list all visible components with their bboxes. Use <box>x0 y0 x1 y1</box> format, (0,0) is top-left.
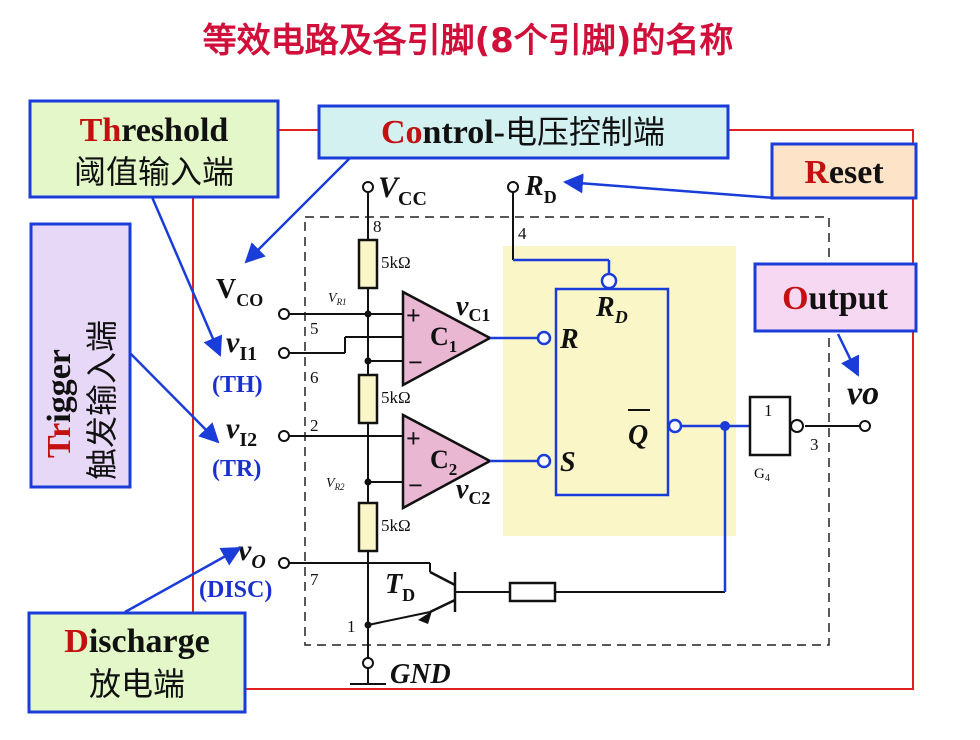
gate-bubble <box>790 419 804 433</box>
trigger-title: Trigger <box>41 349 78 458</box>
reset-title: Reset <box>804 154 884 191</box>
tr-label: (TR) <box>212 456 261 482</box>
resistor-top <box>357 238 379 290</box>
trigger-cn: 触发输入端 <box>83 320 121 480</box>
rd-top-label: RD <box>524 171 557 207</box>
vr2-label: VR2 <box>326 476 345 492</box>
resistor-middle <box>357 373 379 425</box>
th-label: (TH) <box>212 372 263 398</box>
blue-wires <box>490 258 750 592</box>
pin-2: 2 <box>310 416 319 435</box>
trigger-box <box>29 222 132 489</box>
control-box <box>317 104 730 160</box>
discharge-title: Discharge <box>64 623 209 660</box>
vco-label: VCO <box>216 274 263 310</box>
vr1-label: VR1 <box>328 291 347 307</box>
output-box <box>753 262 918 333</box>
control-title: Control-电压控制端 <box>381 113 665 151</box>
pin-6: 6 <box>310 368 319 387</box>
output-junction <box>720 421 730 431</box>
resistor-bottom <box>357 501 379 553</box>
ff-rd-label: RD <box>595 292 628 327</box>
pin-8: 8 <box>373 217 382 236</box>
transistor-td <box>429 570 457 614</box>
chip-boundary <box>304 216 830 646</box>
c1-minus: − <box>408 348 423 377</box>
resistor-middle-value: 5kΩ <box>381 388 411 407</box>
c2-name: C2 <box>430 445 457 479</box>
comparator-c2 <box>401 412 493 511</box>
reset-box <box>770 142 918 200</box>
threshold-box <box>28 99 280 199</box>
output-title: Output <box>782 280 889 317</box>
vi2-label: vI2 <box>226 412 257 451</box>
c2-plus: + <box>406 424 421 453</box>
vo-output-label: vo <box>847 375 879 412</box>
vi1-label: vI1 <box>226 326 257 365</box>
gate-g4 <box>748 395 792 457</box>
vo-disc-label: vO <box>238 534 266 573</box>
inversion-bubbles <box>536 272 683 469</box>
td-label: TD <box>385 569 415 605</box>
pin-numbers: 8 4 5 6 2 7 1 3 <box>310 217 819 636</box>
pin-3: 3 <box>810 435 819 454</box>
pin-4: 4 <box>518 224 527 243</box>
transistor-arrow <box>418 611 432 624</box>
pin-5: 5 <box>310 319 319 338</box>
resistor-top-value: 5kΩ <box>381 253 411 272</box>
vc2-label: vC2 <box>456 474 490 508</box>
c1-plus: + <box>406 301 421 330</box>
vc1-label: vC1 <box>456 291 490 325</box>
junction-dots <box>364 310 372 629</box>
black-wires <box>289 191 860 685</box>
c1-name: C1 <box>430 322 457 356</box>
discharge-box <box>27 611 247 714</box>
base-resistor <box>508 581 557 603</box>
vcc-label: VCC <box>378 171 427 210</box>
gnd-label: GND <box>390 659 451 690</box>
comparator-c1 <box>401 289 493 388</box>
gate-name: G4 <box>754 466 770 484</box>
gate-one: 1 <box>764 401 773 420</box>
threshold-title: Threshold <box>80 112 229 149</box>
terminals <box>278 181 871 669</box>
c2-minus: − <box>408 471 423 500</box>
flipflop-box <box>554 287 670 497</box>
discharge-cn: 放电端 <box>89 665 185 703</box>
threshold-cn: 阈值输入端 <box>74 153 234 191</box>
pin-1: 1 <box>347 617 356 636</box>
pin-7: 7 <box>310 570 319 589</box>
flipflop-area <box>503 246 736 536</box>
ff-q-label: Q <box>628 420 648 451</box>
ff-s-label: S <box>560 447 576 478</box>
disc-label: (DISC) <box>199 577 272 603</box>
page-title: 等效电路及各引脚(8个引脚)的名称 <box>203 21 734 61</box>
callout-arrows <box>124 157 860 614</box>
resistor-bottom-value: 5kΩ <box>381 516 411 535</box>
ff-r-label: R <box>559 324 579 355</box>
